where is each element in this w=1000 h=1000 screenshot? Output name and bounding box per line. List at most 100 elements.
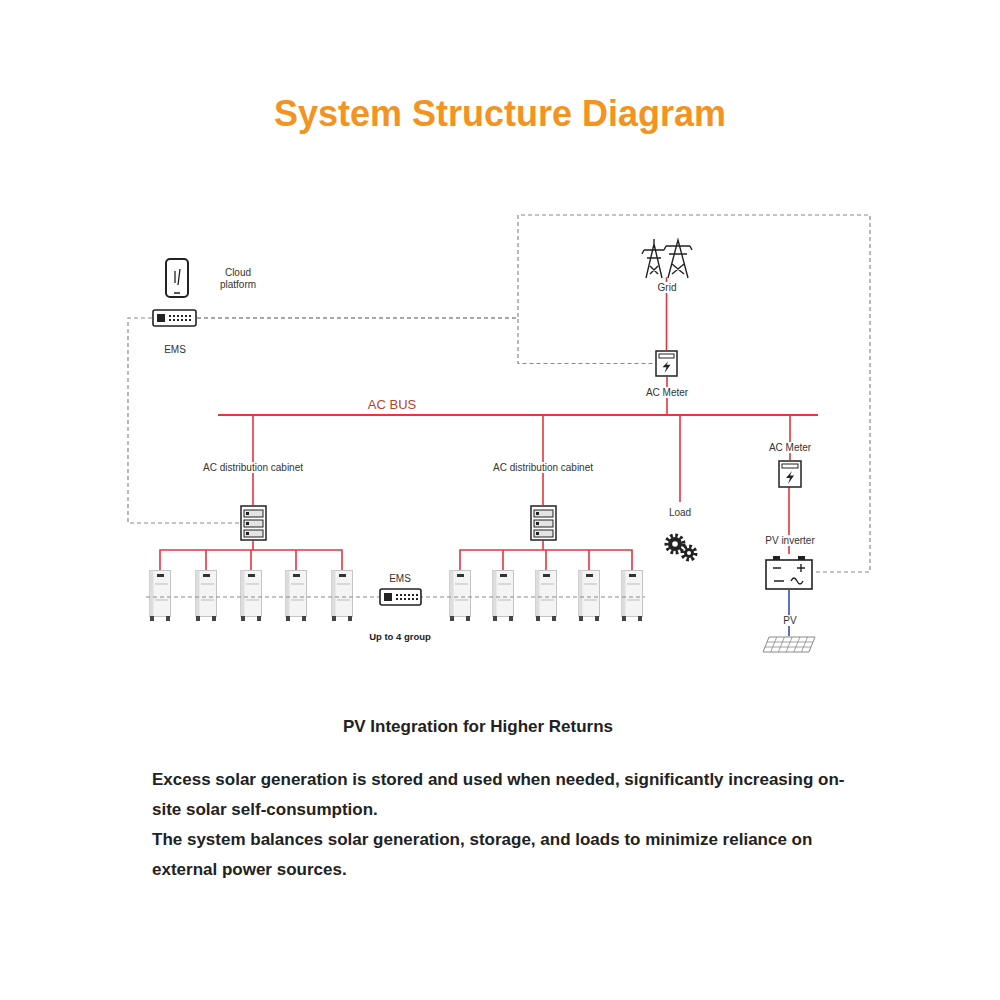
label-anchor: EMS — [162, 339, 188, 357]
inverter-icon — [765, 554, 813, 590]
battery-cabinet — [150, 571, 171, 622]
rect-shape — [246, 512, 249, 515]
node-label: EMS — [387, 573, 413, 584]
battery-cabinet — [622, 571, 643, 622]
rect-shape — [400, 598, 402, 600]
label-anchor: Load — [667, 502, 693, 520]
distribution-cabinet: AC distribution cabinet — [240, 505, 267, 541]
label-anchor: Cloud platform — [214, 267, 262, 292]
rect-shape — [157, 314, 165, 322]
node-label: PV inverter — [763, 535, 816, 546]
node-label: AC distribution cabinet — [201, 462, 305, 473]
circle-shape — [684, 548, 694, 558]
rect-shape — [656, 351, 677, 376]
bus-drop — [789, 415, 791, 460]
ems-unit: EMS — [152, 309, 197, 327]
caption-heading: PV Integration for Higher Returns — [178, 715, 778, 739]
rect-shape — [189, 315, 191, 317]
pv-panel: PV — [762, 636, 816, 653]
rect-shape — [408, 594, 410, 596]
battery-cabinet — [241, 571, 262, 622]
rect-shape — [166, 259, 188, 297]
rect-shape — [189, 319, 191, 321]
cabinet-icon — [530, 505, 557, 541]
body-paragraph: Excess solar generation is stored and us… — [152, 765, 852, 825]
line-shape — [174, 292, 180, 294]
rect-shape — [244, 520, 263, 527]
distribution-cabinet: AC distribution cabinet — [530, 505, 557, 541]
battery-cabinet — [536, 571, 557, 622]
bus-drop — [542, 415, 544, 505]
rect-shape — [177, 319, 179, 321]
path-shape — [765, 637, 813, 652]
rect-shape — [173, 319, 175, 321]
node-label: PV — [781, 615, 798, 626]
node-label: AC Meter — [767, 442, 813, 453]
rect-shape — [181, 319, 183, 321]
path-shape — [773, 564, 805, 584]
rect-shape — [779, 461, 801, 487]
path-shape — [663, 361, 671, 373]
rect-shape — [246, 532, 249, 535]
path-shape — [763, 637, 815, 652]
circle-shape — [683, 547, 696, 560]
pv-icon — [762, 636, 816, 653]
rect-shape — [185, 319, 187, 321]
rect-shape — [416, 594, 418, 596]
group-note: Up to 4 group — [367, 631, 433, 642]
label-anchor: PV inverter — [763, 530, 816, 548]
rect-shape — [766, 560, 812, 589]
meter-icon — [655, 350, 678, 377]
battery-cabinet — [579, 571, 600, 622]
rect-shape — [534, 530, 553, 537]
battery-cabinet — [286, 571, 307, 622]
node-label: Grid — [656, 282, 679, 293]
label-anchor: AC distribution cabinet — [201, 457, 305, 475]
node-label: AC Meter — [644, 387, 690, 398]
rect-shape — [384, 593, 392, 601]
grid-pylon: Grid — [642, 236, 692, 278]
node-label: AC distribution cabinet — [491, 462, 595, 473]
rect-shape — [400, 594, 402, 596]
rect-shape — [244, 530, 263, 537]
rect-shape — [380, 589, 421, 605]
battery-cabinet — [493, 571, 514, 622]
rect-shape — [404, 594, 406, 596]
rect-shape — [246, 522, 249, 525]
ac-wiring — [160, 377, 818, 570]
ac-meter: AC Meter — [778, 460, 802, 488]
rect-shape — [798, 556, 805, 560]
path-shape — [175, 269, 180, 285]
rect-shape — [169, 319, 171, 321]
label-anchor: AC distribution cabinet — [491, 457, 595, 475]
rect-shape — [534, 520, 553, 527]
circle-shape — [672, 541, 678, 547]
bus-drop — [679, 415, 681, 502]
circle-shape — [668, 537, 682, 551]
node-label: Load — [667, 507, 693, 518]
battery-group — [150, 571, 643, 622]
rect-shape — [169, 315, 171, 317]
diagram-title: System Structure Diagram — [0, 92, 1000, 136]
communication-link — [197, 215, 870, 572]
path-shape — [786, 471, 794, 484]
load-symbol: Load — [663, 532, 699, 562]
rect-shape — [153, 310, 196, 326]
rect-shape — [416, 598, 418, 600]
label-anchor: AC Meter — [644, 382, 690, 400]
rect-shape — [536, 512, 539, 515]
ac-bus-line — [218, 414, 818, 416]
rect-shape — [659, 354, 674, 358]
body-paragraph: The system balances solar generation, st… — [152, 825, 852, 885]
ems-unit: EMS — [379, 588, 422, 606]
cabinet-icon — [240, 505, 267, 541]
pv-inverter: PV inverter — [765, 554, 813, 590]
communication-link — [128, 318, 240, 523]
meter-icon — [778, 460, 802, 488]
circle-shape — [667, 536, 684, 553]
label-anchor: EMS — [387, 568, 413, 586]
rect-shape — [396, 594, 398, 596]
